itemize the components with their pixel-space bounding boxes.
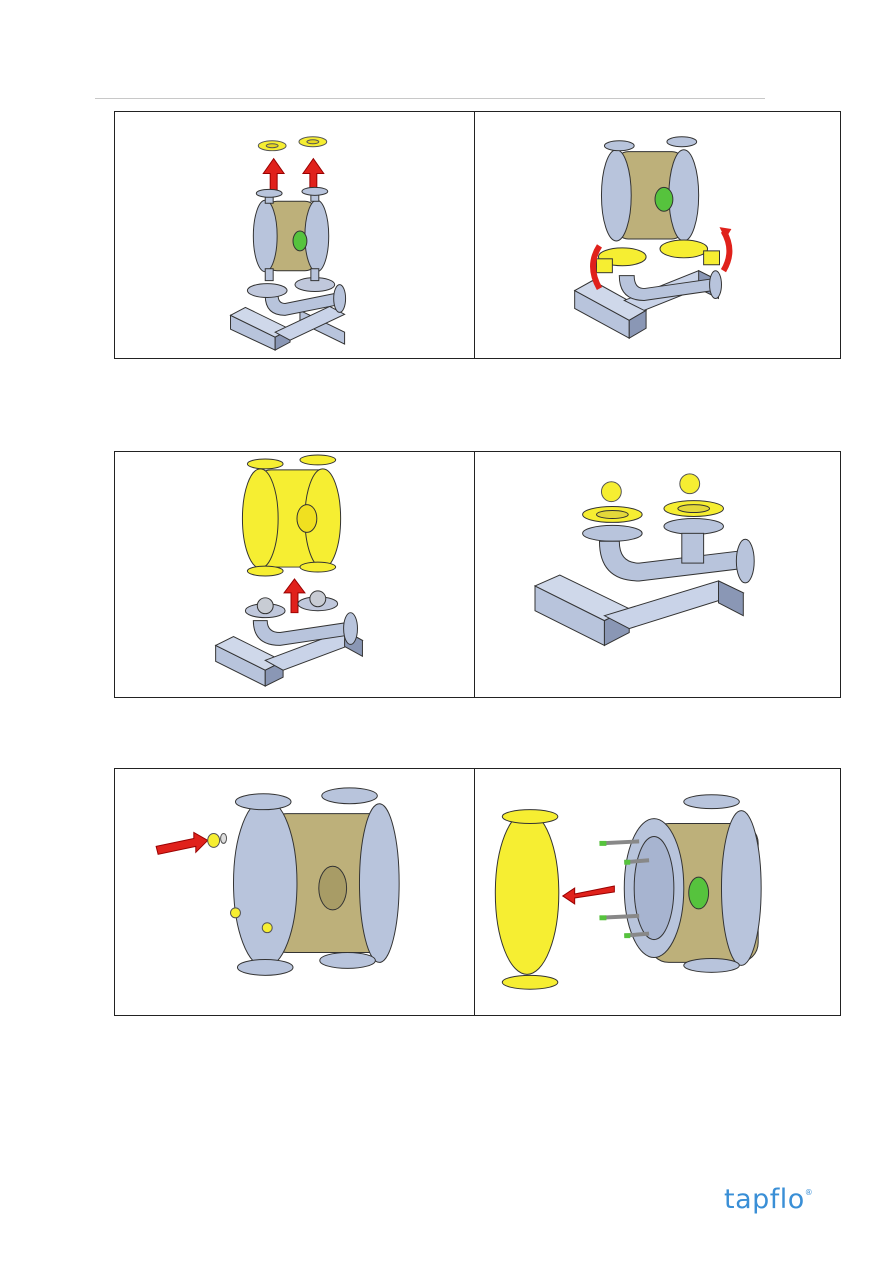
red-up-arrow bbox=[263, 159, 324, 192]
header-rule bbox=[95, 98, 765, 99]
figure-remove-cap-nuts bbox=[115, 769, 475, 1015]
yellow-clamp bbox=[596, 240, 719, 273]
tapflo-logo: tapflo® bbox=[724, 1184, 813, 1215]
pump-lift-illustration bbox=[115, 452, 474, 697]
figure-remove-valve-balls bbox=[475, 452, 840, 697]
figure-row-1 bbox=[114, 111, 841, 359]
figure-loosen-clamps bbox=[475, 112, 840, 358]
figure-row-2 bbox=[114, 451, 841, 698]
logo-text: tapflo bbox=[724, 1184, 805, 1215]
outer-chamber-illustration bbox=[475, 769, 840, 1015]
figure-lift-pump-body bbox=[115, 452, 475, 697]
pump-body-yellow bbox=[242, 455, 340, 576]
figure-remove-top-flanges bbox=[115, 112, 475, 358]
pump-clamp-illustration bbox=[475, 112, 840, 358]
pump-body bbox=[253, 187, 328, 280]
registered-mark: ® bbox=[805, 1188, 814, 1197]
pump-disassembly-illustration bbox=[115, 112, 474, 358]
figure-row-3 bbox=[114, 768, 841, 1016]
cap-nuts-illustration bbox=[115, 769, 474, 1015]
valve-balls-illustration bbox=[475, 452, 840, 697]
figure-remove-outer-chamber bbox=[475, 769, 840, 1015]
